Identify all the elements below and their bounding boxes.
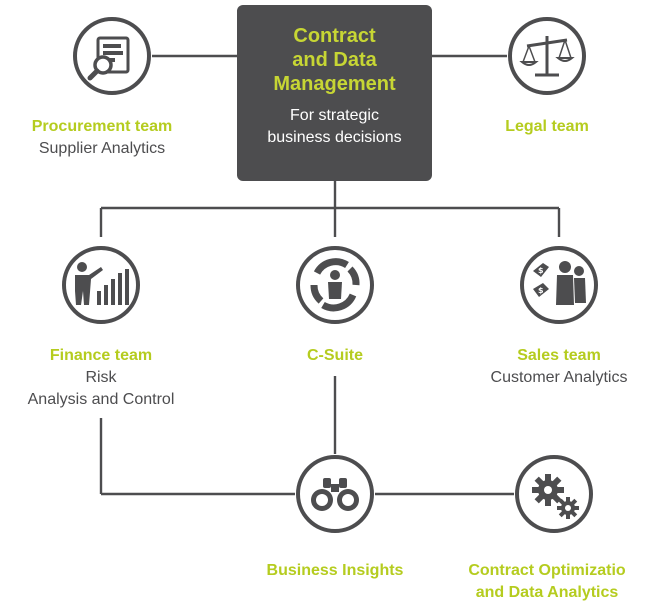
center-subtitle-line: For strategic xyxy=(290,107,379,124)
center-title: Contract and Data Management xyxy=(237,24,432,96)
presenter-chart-icon xyxy=(62,246,140,324)
gears-icon xyxy=(515,455,593,533)
csuite-node xyxy=(295,245,375,325)
finance-subtitle-line: Risk xyxy=(85,369,117,386)
insights-node xyxy=(295,454,375,534)
center-subtitle: For strategic business decisions xyxy=(237,105,432,149)
procurement-node xyxy=(72,16,152,96)
finance-node xyxy=(61,245,141,325)
binoculars-icon xyxy=(296,455,374,533)
optimization-label: Contract Optimizatio and Data Analytics xyxy=(444,560,650,604)
procurement-title: Procurement team xyxy=(31,118,173,135)
finance-subtitle-line: Analysis and Control xyxy=(27,391,175,408)
sales-label: Sales team Customer Analytics xyxy=(459,345,650,389)
svg-text:$: $ xyxy=(538,266,544,275)
finance-label: Finance team Risk Analysis and Control xyxy=(1,345,201,411)
insights-label: Business Insights xyxy=(235,560,435,582)
center-title-line: Management xyxy=(273,73,396,95)
optimization-title-line: Contract Optimizatio xyxy=(468,562,626,579)
svg-text:$: $ xyxy=(538,286,544,295)
executive-person-icon xyxy=(296,246,374,324)
csuite-title: C-Suite xyxy=(307,347,363,364)
optimization-node xyxy=(514,454,594,534)
procurement-label: Procurement team Supplier Analytics xyxy=(2,116,202,160)
sales-title: Sales team xyxy=(517,347,601,364)
scales-icon xyxy=(508,17,586,95)
finance-title: Finance team xyxy=(49,347,153,364)
insights-title: Business Insights xyxy=(266,562,404,579)
center-title-line: and Data xyxy=(292,49,377,71)
customers-price-tags-icon: $ $ xyxy=(520,246,598,324)
center-box: Contract and Data Management For strateg… xyxy=(237,5,432,181)
csuite-label: C-Suite xyxy=(275,345,395,367)
center-title-line: Contract xyxy=(293,25,376,47)
legal-title: Legal team xyxy=(505,118,589,135)
sales-node: $ $ xyxy=(519,245,599,325)
document-search-icon xyxy=(73,17,151,95)
sales-subtitle: Customer Analytics xyxy=(490,369,628,386)
legal-label: Legal team xyxy=(487,116,607,138)
procurement-subtitle: Supplier Analytics xyxy=(38,140,166,157)
center-subtitle-line: business decisions xyxy=(267,129,402,146)
legal-node xyxy=(507,16,587,96)
optimization-title-line: and Data Analytics xyxy=(475,584,619,601)
